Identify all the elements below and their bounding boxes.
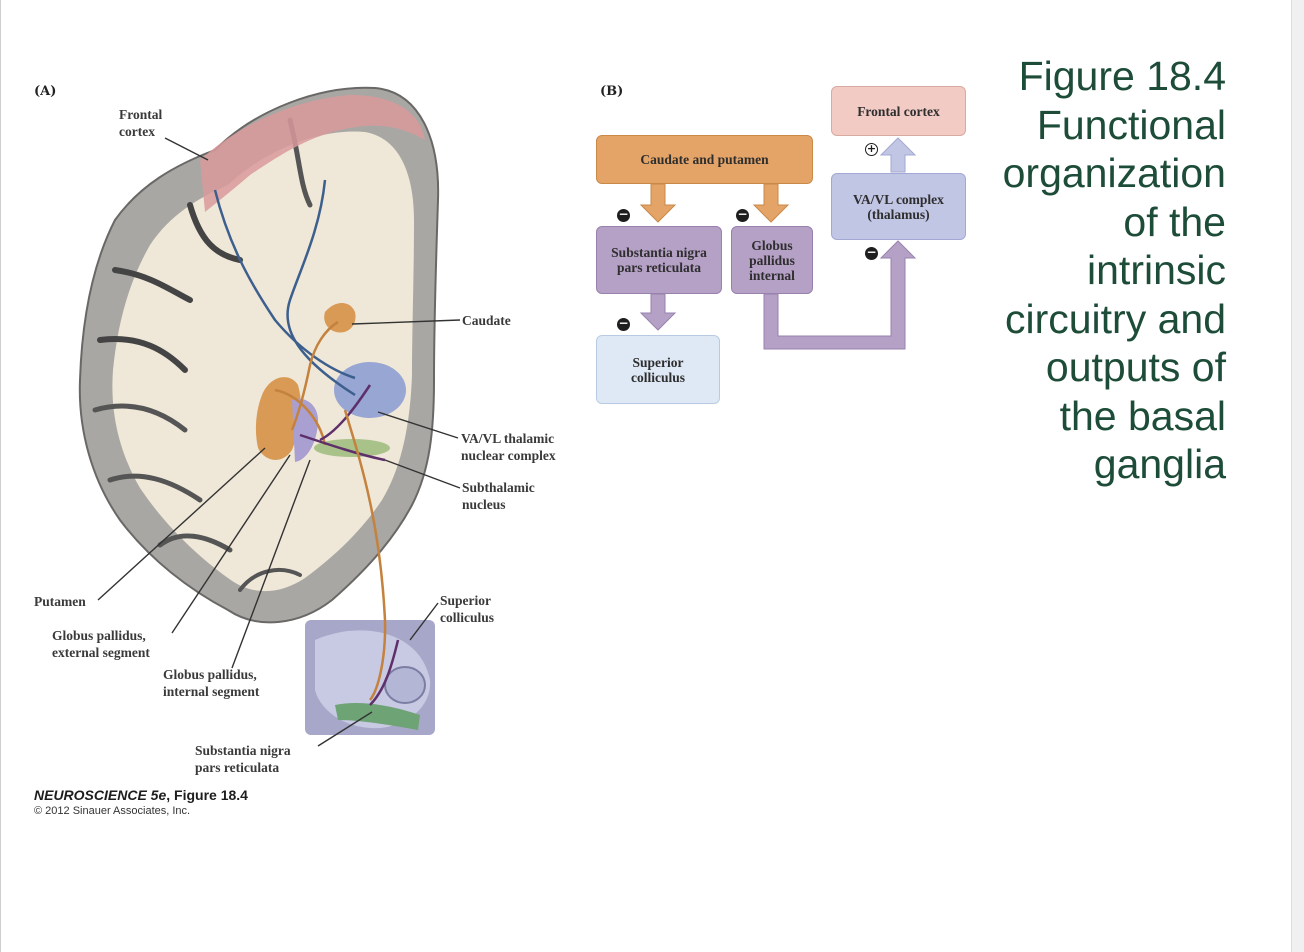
box-superior-colliculus: Superior colliculus [596,335,720,404]
inhibitory-sign-caudate-sn: − [617,207,630,222]
label-putamen: Putamen [34,594,86,609]
page-left-edge [0,0,1,952]
panel-a-tag: (A) [34,84,57,99]
putamen-region [255,377,301,460]
box-substantia-nigra: Substantia nigra pars reticulata [596,226,722,294]
white-matter [112,131,414,592]
brain-coronal-section-illustration [78,86,461,747]
label-subthalamic: Subthalamic nucleus [462,480,535,512]
label-gp-internal: Globus pallidus, internal segment [163,667,260,699]
panel-b-tag: (B) [600,84,624,99]
credit-copyright: © 2012 Sinauer Associates, Inc. [34,805,191,817]
flow-arrows [639,137,917,350]
inhibitory-sign-sn-sc: − [617,316,630,331]
credit-book-title: NEUROSCIENCE 5e [34,787,167,803]
page-right-scrollbar[interactable] [1291,0,1304,952]
label-gp-external: Globus pallidus, external segment [52,628,150,660]
excitatory-sign-vavl-cortex: + [865,142,878,156]
label-substantia-nigra: Substantia nigra pars reticulata [195,743,291,775]
subthalamic-region [314,439,390,457]
box-caudate-putamen: Caudate and putamen [596,135,813,184]
inhibitory-sign-caudate-gp: − [736,207,749,222]
substantia-nigra-inset [335,703,420,730]
label-frontal-cortex: Frontal cortex [119,107,163,139]
credit-figure-ref: , Figure 18.4 [166,787,248,803]
label-caudate: Caudate [462,313,511,328]
label-superior-colliculus: Superior colliculus [440,593,495,625]
figure-credit: NEUROSCIENCE 5e, Figure 18.4 © 2012 Sina… [34,787,248,817]
frontal-cortex-region [200,95,425,212]
label-vavl-thalamic: VA/VL thalamic nuclear complex [461,431,556,463]
figure-title: Figure 18.4 Functional organization of t… [1002,53,1226,487]
box-frontal-cortex: Frontal cortex [831,86,966,136]
box-vavl-complex: VA/VL complex (thalamus) [831,173,966,240]
inhibitory-sign-gp-vavl: − [865,245,878,260]
box-globus-pallidus: Globus pallidus internal [731,226,813,294]
